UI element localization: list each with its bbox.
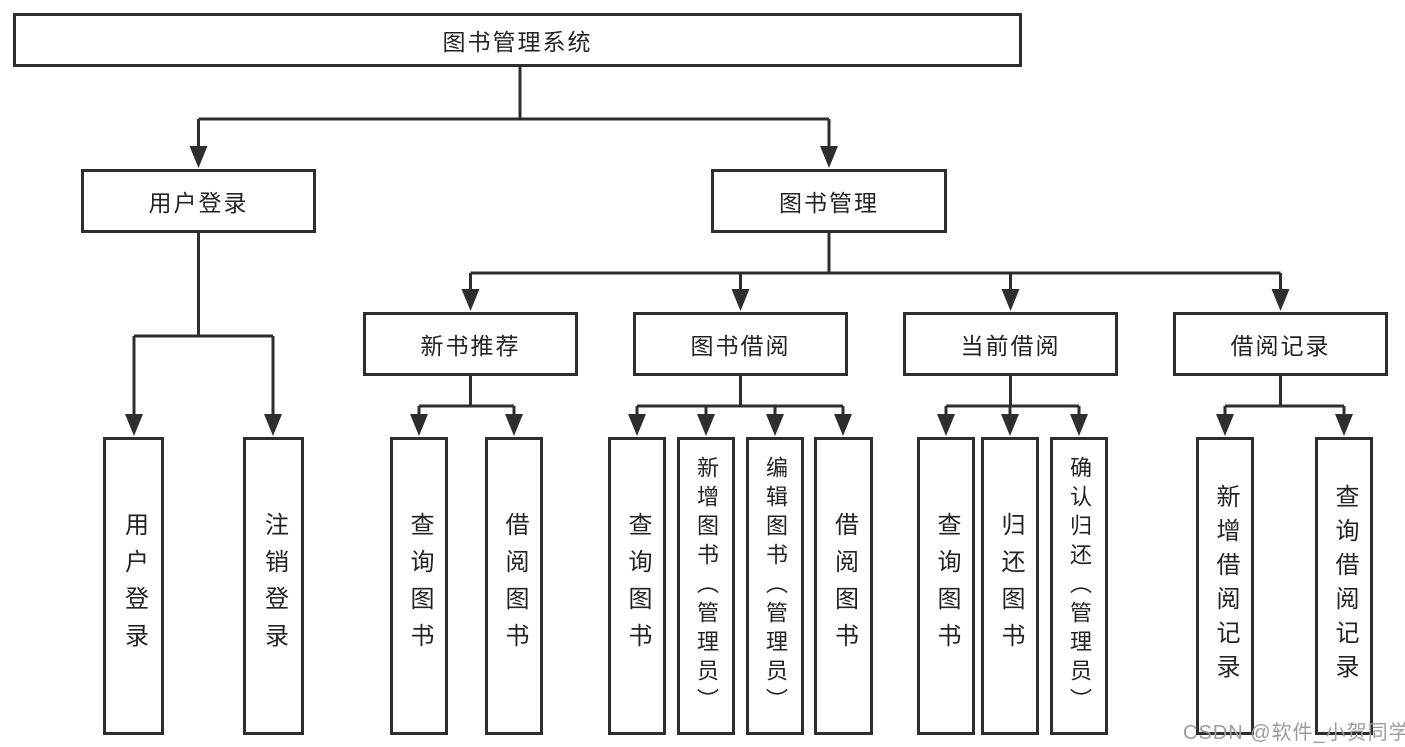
leaf-user-login: 用户登录	[103, 437, 164, 735]
leaf-recommend-borrow-books: 借阅图书	[485, 437, 543, 735]
connector-recommend-to-leaves	[410, 376, 523, 436]
leaf-edit-books-admin: 编辑图书（管理员）	[746, 437, 804, 735]
connector-current-to-leaves	[937, 376, 1088, 436]
node-book-borrowing: 图书借阅	[633, 312, 848, 376]
connector-root-to-level1	[189, 67, 838, 168]
csdn-watermark: CSDN @软件_小贺同学	[1183, 722, 1405, 744]
connector-records-to-leaves	[1216, 376, 1353, 436]
leaf-current-query-books: 查询图书	[917, 437, 975, 735]
leaf-query-borrowing-record: 查询借阅记录	[1315, 437, 1373, 735]
leaf-borrowing-borrow-books: 借阅图书	[814, 437, 873, 735]
node-book-management: 图书管理	[711, 169, 947, 233]
connector-borrowing-to-leaves	[628, 376, 852, 436]
leaf-add-borrowing-record: 新增借阅记录	[1196, 437, 1254, 735]
leaf-confirm-return-admin: 确认归还（管理员）	[1050, 437, 1108, 735]
leaf-borrowing-query-books: 查询图书	[608, 437, 666, 735]
leaf-recommend-query-books: 查询图书	[390, 437, 448, 735]
node-new-book-recommendation: 新书推荐	[363, 312, 578, 376]
node-current-borrowing: 当前借阅	[903, 312, 1118, 376]
leaf-logout: 注销登录	[243, 437, 304, 735]
connector-user-login-to-leaves	[125, 233, 282, 436]
node-book-management-system: 图书管理系统	[13, 13, 1022, 67]
leaf-return-books: 归还图书	[981, 437, 1039, 735]
node-borrowing-records: 借阅记录	[1173, 312, 1388, 376]
connector-book-management-to-level2	[461, 233, 1290, 311]
node-user-login: 用户登录	[81, 169, 316, 233]
leaf-add-books-admin: 新增图书（管理员）	[677, 437, 735, 735]
